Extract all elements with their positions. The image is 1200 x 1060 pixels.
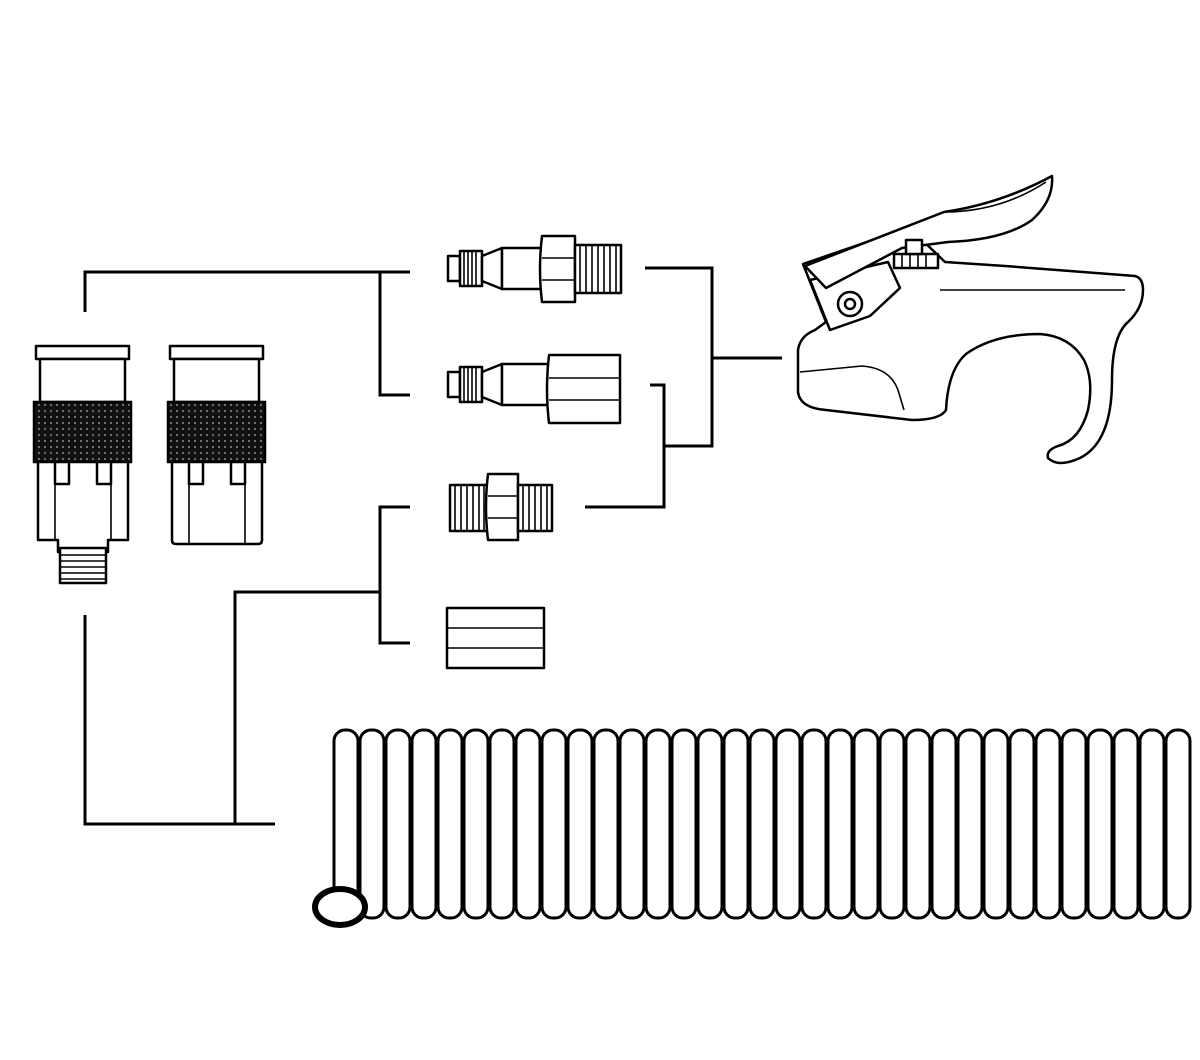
hose-end-fitting — [312, 886, 368, 928]
blow-gun-icon — [796, 174, 1145, 465]
connector-line-plug-gun — [645, 266, 782, 448]
hex-nipple-icon — [448, 472, 554, 542]
hose-coil — [1034, 728, 1062, 920]
hose-coil — [826, 728, 854, 920]
coupler-male-icon — [32, 344, 133, 585]
connector-line-couplers-hose — [83, 590, 380, 826]
hose-coil — [384, 728, 412, 920]
hose-coil — [852, 728, 880, 920]
hose-coil — [644, 728, 672, 920]
hose-coil — [592, 728, 620, 920]
hose-coil — [982, 728, 1010, 920]
hose-coil — [566, 728, 594, 920]
hose-coil — [358, 728, 386, 920]
connector-lines — [83, 266, 782, 826]
hose-lead-tube — [332, 740, 360, 900]
industrial-plug-female-thread-icon — [446, 353, 622, 425]
hose-coil — [618, 728, 646, 920]
hose-coil — [488, 728, 516, 920]
hose-coil — [696, 728, 724, 920]
hose-coil — [748, 728, 776, 920]
hose-coil — [1008, 728, 1036, 920]
hose-coil — [956, 728, 984, 920]
hose-coil — [1060, 728, 1088, 920]
thread-lines — [60, 554, 106, 580]
hose-coil — [1086, 728, 1114, 920]
hex-coupling-icon — [445, 606, 546, 670]
hose-coil — [722, 728, 750, 920]
hose-coil — [410, 728, 438, 920]
hose-coil — [800, 728, 828, 920]
connector-line-couplers-top — [83, 270, 410, 397]
hose-coil — [436, 728, 464, 920]
industrial-plug-male-thread-icon — [446, 234, 623, 304]
hose-coil — [514, 728, 542, 920]
coupler-female-icon — [166, 344, 267, 546]
hose-coil — [670, 728, 698, 920]
hose-coil — [878, 728, 906, 920]
hose-coil — [1112, 728, 1140, 920]
hose-coil — [774, 728, 802, 920]
hose-coil — [904, 728, 932, 920]
hose-coil — [930, 728, 958, 920]
hose-coil — [1164, 728, 1192, 920]
hose-coil — [540, 728, 568, 920]
connector-line-lower-adapters — [378, 505, 410, 645]
recoil-hose-icon — [312, 728, 1192, 928]
hose-coil — [1138, 728, 1166, 920]
hose-coil — [462, 728, 490, 920]
